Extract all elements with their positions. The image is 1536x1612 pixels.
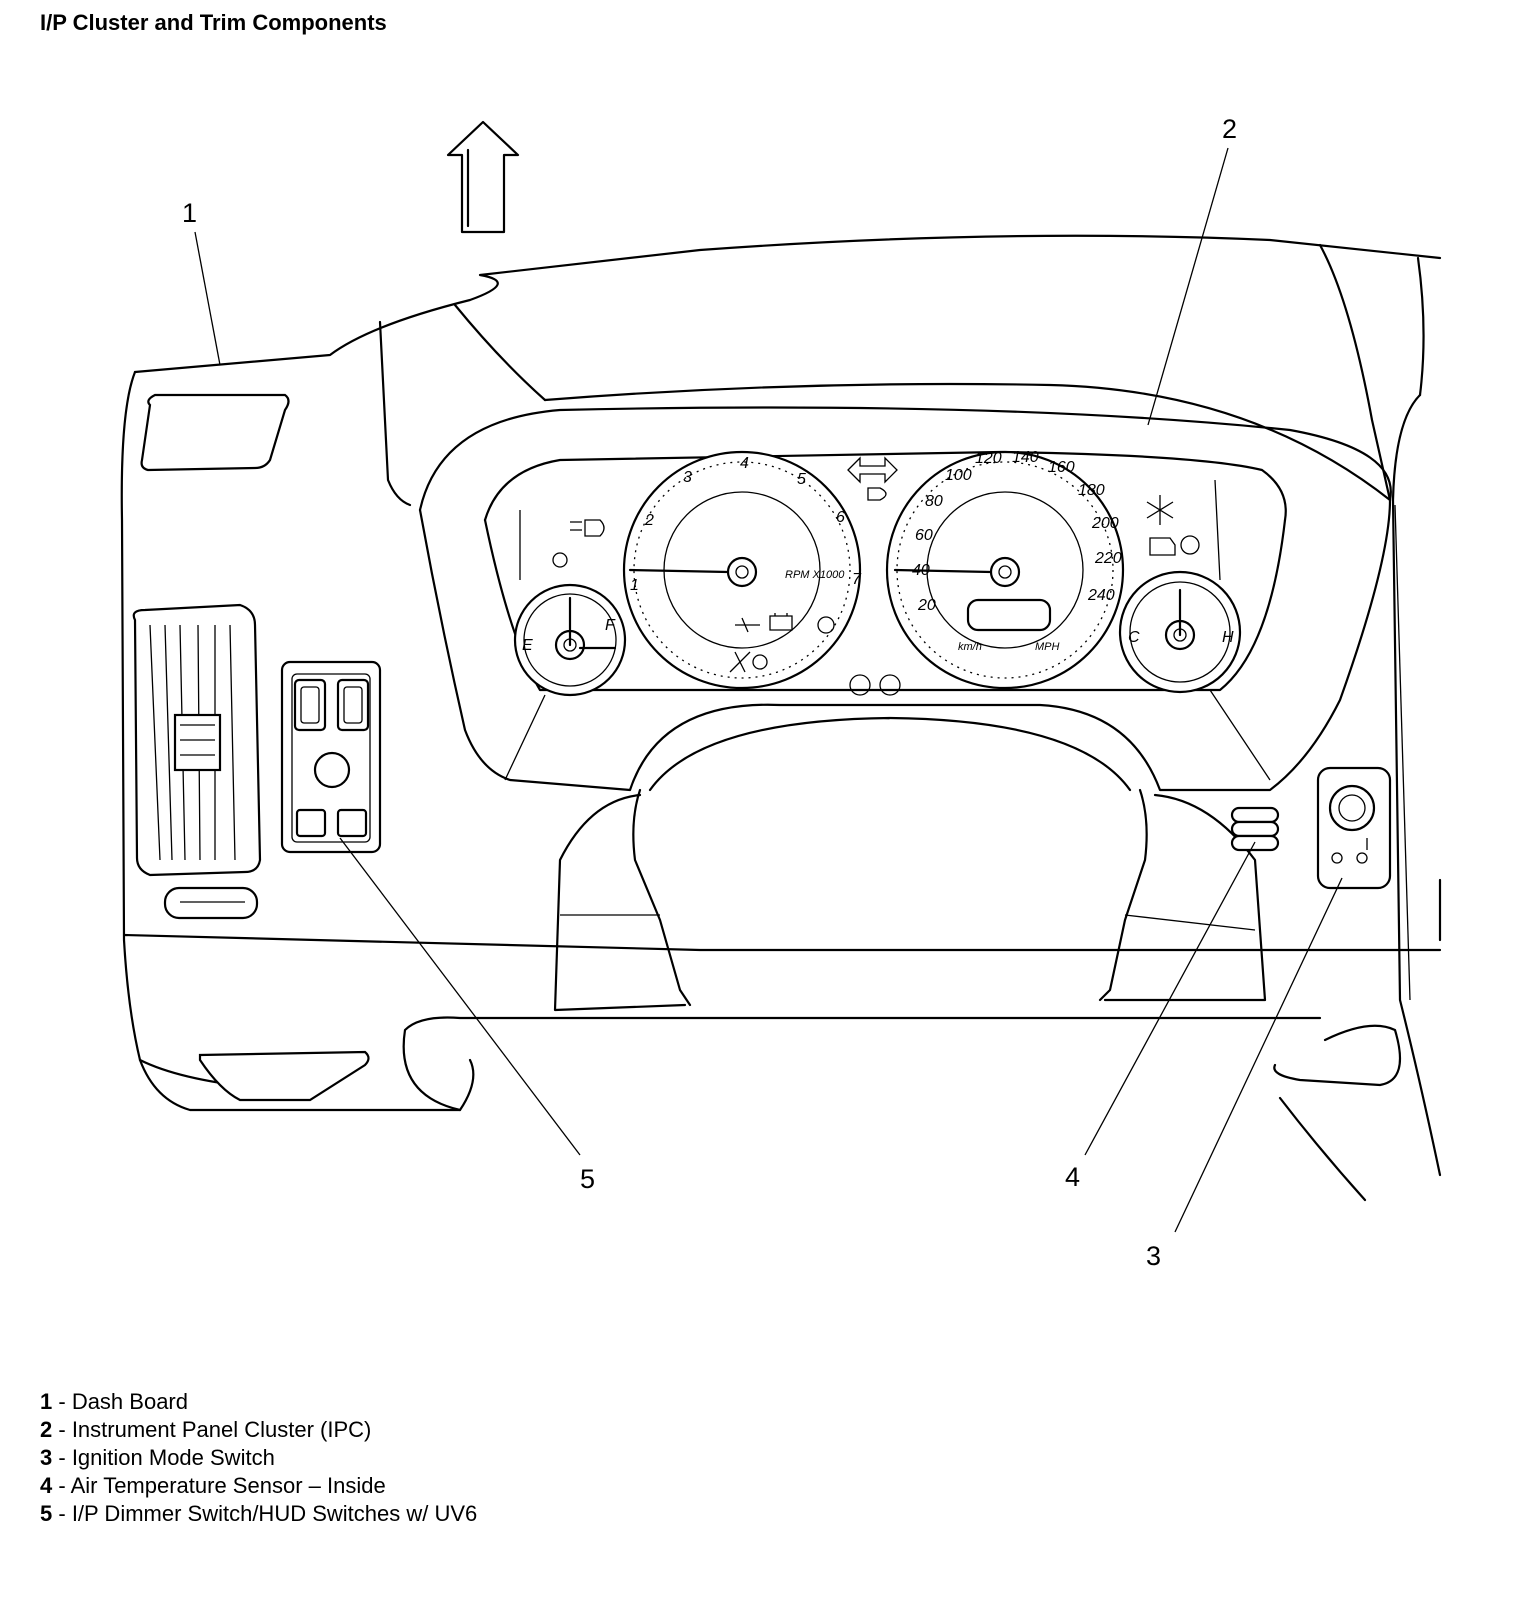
temp-tick-0: C (1128, 629, 1140, 646)
parts-legend: 1 - Dash Board 2 - Instrument Panel Clus… (40, 1388, 477, 1528)
tach-tick-3: 4 (740, 455, 749, 472)
leader-1 (194, 231, 221, 366)
legend-item-5: 5 - I/P Dimmer Switch/HUD Switches w/ UV… (40, 1501, 478, 1526)
tachometer: 1 2 3 4 5 6 7 RPM X1000 (622, 450, 862, 690)
page-title: I/P Cluster and Trim Components (40, 10, 387, 35)
speed-tick-3: 80 (925, 493, 943, 510)
snowflake-icon (1146, 495, 1174, 525)
callout-3: 3 (1146, 1241, 1161, 1271)
temp-tick-1: H (1222, 629, 1234, 646)
tach-tick-5: 6 (836, 509, 845, 526)
speed-tick-8: 180 (1078, 482, 1105, 499)
callout-4: 4 (1065, 1162, 1080, 1192)
fuel-tick-1: F (605, 617, 616, 634)
dimmer-hud-switch-panel (280, 660, 382, 854)
speed-tick-1: 40 (912, 562, 930, 579)
legend-number: 1 (40, 1389, 53, 1414)
legend-item-4: 4 - Air Temperature Sensor – Inside (40, 1473, 386, 1498)
light-icon (552, 552, 568, 568)
tach-tick-0: 1 (630, 577, 639, 594)
air-temperature-sensor (1230, 806, 1280, 852)
leader-5 (339, 837, 581, 1156)
legend-label: Air Temperature Sensor – Inside (70, 1473, 386, 1498)
tach-tick-1: 2 (644, 512, 654, 529)
speedometer: 20 40 60 80 100 120 140 160 180 200 220 … (885, 449, 1125, 690)
speed-unit-kmh: km/h (958, 641, 982, 653)
legend-number: 5 (40, 1501, 53, 1526)
speed-tick-0: 20 (917, 597, 936, 614)
legend-number: 2 (40, 1417, 53, 1442)
leader-2 (1147, 147, 1229, 426)
legend-label: Instrument Panel Cluster (IPC) (71, 1417, 372, 1442)
speed-tick-6: 140 (1012, 449, 1039, 466)
legend-item-1: 1 - Dash Board (40, 1389, 188, 1414)
up-arrow-icon (446, 120, 520, 234)
tire-pressure-icon (817, 616, 835, 634)
center-warning-icons (847, 456, 901, 696)
fuel-gauge: E F (513, 583, 627, 697)
tach-tick-6: 7 (852, 571, 862, 588)
speed-tick-11: 240 (1087, 587, 1115, 604)
tach-unit: RPM X1000 (785, 569, 845, 581)
gear-warning-icon (1180, 535, 1200, 555)
steering-column-shroud (553, 716, 1267, 1012)
callout-2: 2 (1222, 114, 1237, 144)
speed-tick-9: 200 (1091, 515, 1119, 532)
speed-tick-5: 120 (975, 450, 1002, 467)
fuel-tick-0: E (522, 637, 533, 654)
legend-label: Dash Board (71, 1389, 188, 1414)
headlamp-icon (867, 487, 887, 501)
dash-board (120, 234, 1442, 1202)
ignition-mode-switch (1316, 766, 1392, 890)
leader-lines (194, 147, 1343, 1233)
speed-tick-7: 160 (1048, 459, 1075, 476)
callout-5: 5 (580, 1164, 595, 1194)
fog-lamp-icon (570, 519, 605, 537)
brake-icon (849, 674, 871, 696)
leader-4 (1084, 841, 1256, 1156)
speed-tick-4: 100 (945, 467, 972, 484)
check-engine-icon (1149, 537, 1176, 556)
speed-tick-2: 60 (915, 527, 933, 544)
tach-tick-2: 3 (683, 469, 692, 486)
turn-signal-icon (847, 456, 898, 484)
seatbelt-icon (729, 651, 751, 673)
left-air-vent (132, 603, 262, 920)
tach-tick-4: 5 (797, 471, 806, 488)
right-warning-icons (552, 495, 1200, 568)
speed-unit-mph: MPH (1035, 641, 1060, 653)
speed-tick-10: 220 (1094, 550, 1122, 567)
check-engine-icon-small (879, 674, 901, 696)
instrument-panel-cluster: E F 1 2 3 4 5 6 7 RPM X1000 (418, 406, 1392, 792)
legend-number: 3 (40, 1445, 53, 1470)
legend-label: Ignition Mode Switch (71, 1445, 275, 1470)
oil-pressure-icon (735, 617, 760, 633)
callout-1: 1 (182, 198, 197, 228)
temperature-gauge: C H (1118, 570, 1242, 694)
legend-item-3: 3 - Ignition Mode Switch (40, 1445, 275, 1470)
legend-number: 4 (40, 1473, 53, 1498)
leader-3 (1174, 877, 1343, 1233)
battery-icon (769, 613, 793, 631)
legend-label: I/P Dimmer Switch/HUD Switches w/ UV6 (71, 1501, 478, 1526)
airbag-icon (752, 654, 768, 670)
legend-item-2: 2 - Instrument Panel Cluster (IPC) (40, 1417, 372, 1442)
